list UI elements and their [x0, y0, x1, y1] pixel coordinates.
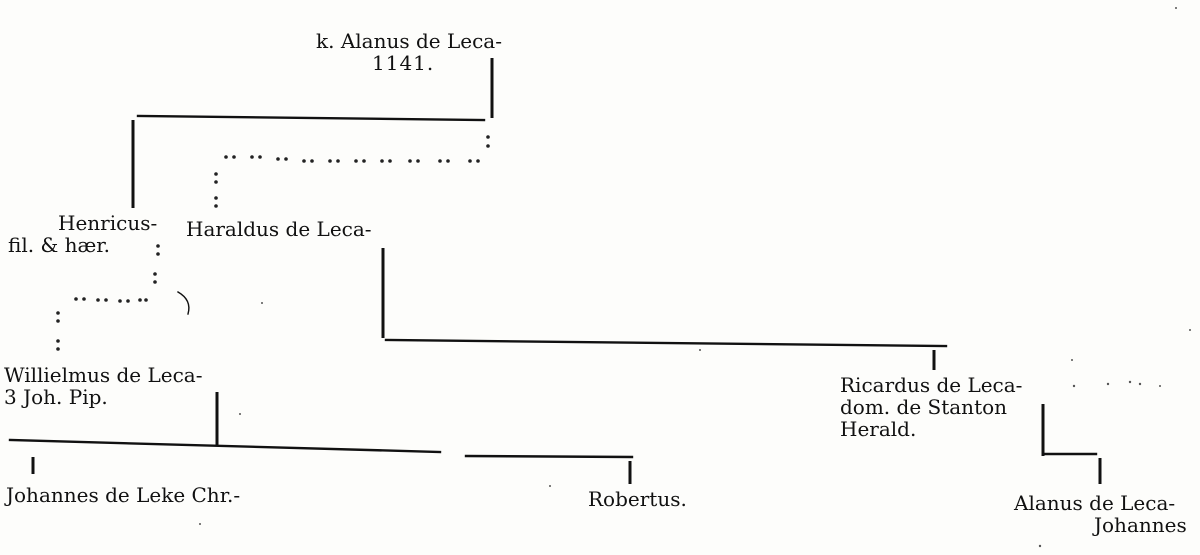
alanus-root-year: 1141.	[372, 51, 435, 75]
alanus-root-name: k. Alanus de Leca-	[316, 29, 502, 53]
alanus-johannes-name: Alanus de Leca-	[1014, 491, 1176, 515]
node-alanus-johannes: Alanus de Leca- Johannes	[1014, 492, 1187, 536]
scan-specks	[199, 7, 1191, 548]
willielmus-note: 3 Joh. Pip.	[4, 385, 108, 409]
alanus-johannes-second: Johannes	[1094, 513, 1187, 537]
willielmus-name: Willielmus de Leca-	[4, 363, 203, 387]
haraldus-children-bar	[384, 338, 948, 348]
henricus-note: fil. & hær.	[8, 233, 111, 257]
willielmus-children-bar-right	[464, 454, 634, 459]
robertus-name: Robertus.	[588, 487, 687, 511]
node-haraldus: Haraldus de Leca-	[186, 218, 372, 240]
node-henricus: Henricus- fil. & hær.	[8, 212, 157, 256]
ricardus-title: dom. de Stanton	[840, 395, 1008, 419]
ricardus-name: Ricardus de Leca-	[840, 373, 1023, 397]
willielmus-dotted-connector	[56, 244, 160, 351]
stray-mark	[177, 291, 190, 315]
node-ricardus: Ricardus de Leca- dom. de Stanton Herald…	[840, 374, 1022, 440]
root-children-bar	[136, 114, 486, 122]
haraldus-name: Haraldus de Leca-	[186, 217, 372, 241]
johannes-leke-name: Johannes de Leke Chr.-	[6, 483, 241, 507]
node-robertus: Robertus.	[588, 488, 687, 510]
node-johannes-leke: Johannes de Leke Chr.-	[6, 484, 240, 506]
henricus-name: Henricus-	[58, 211, 158, 235]
node-willielmus: Willielmus de Leca- 3 Joh. Pip.	[4, 364, 203, 408]
ricardus-note: Herald.	[840, 417, 917, 441]
node-alanus-root: k. Alanus de Leca- 1141.	[316, 30, 502, 74]
haraldus-dotted-connector	[214, 135, 490, 208]
willielmus-children-bar-left	[8, 438, 442, 454]
